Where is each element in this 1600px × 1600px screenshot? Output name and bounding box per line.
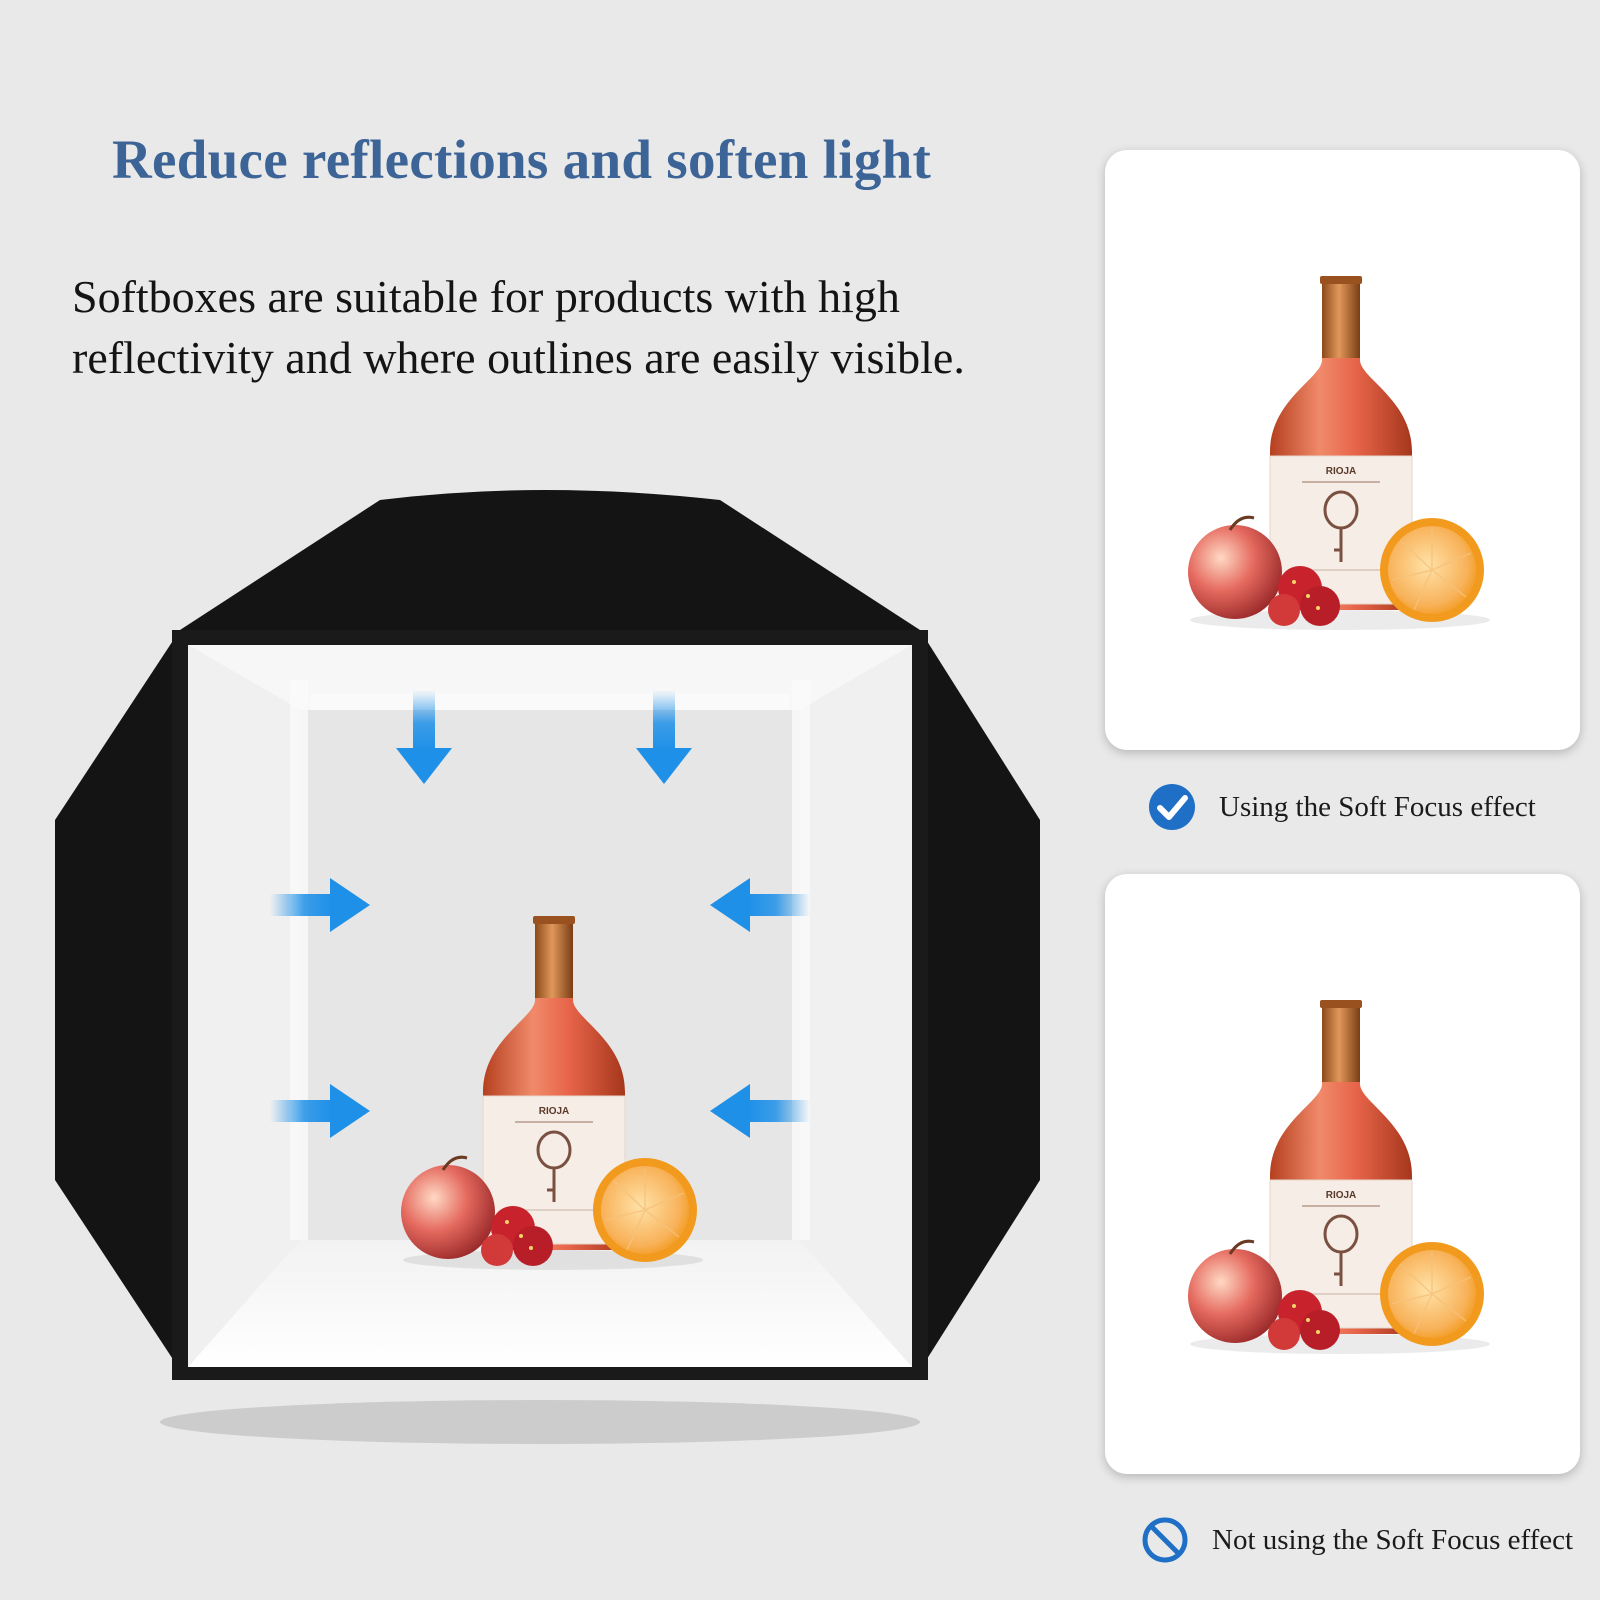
caption-text: Using the Soft Focus effect [1219,790,1536,823]
description-line-1: Softboxes are suitable for products with… [72,271,900,322]
check-circle-icon [1147,782,1197,832]
caption-not-using-soft-focus: Not using the Soft Focus effect [1140,1515,1573,1565]
caption-using-soft-focus: Using the Soft Focus effect [1147,782,1536,832]
softbox-top-flap [180,490,920,630]
product-photo-soft [1186,274,1492,632]
softbox-right-flap [920,630,1040,1370]
prohibited-circle-icon [1140,1515,1190,1565]
caption-text: Not using the Soft Focus effect [1212,1523,1574,1556]
description-line-2: reflectivity and where outlines are easi… [72,332,965,383]
softbox-illustration [55,490,1040,1444]
softbox-left-flap [55,630,180,1370]
light-arrows [270,690,810,1138]
description: Softboxes are suitable for products with… [72,266,1032,388]
product-photo-hard [1186,998,1492,1356]
card-without-soft-focus [1105,874,1580,1474]
card-with-soft-focus [1105,150,1580,750]
headline: Reduce reflections and soften light [112,129,932,190]
